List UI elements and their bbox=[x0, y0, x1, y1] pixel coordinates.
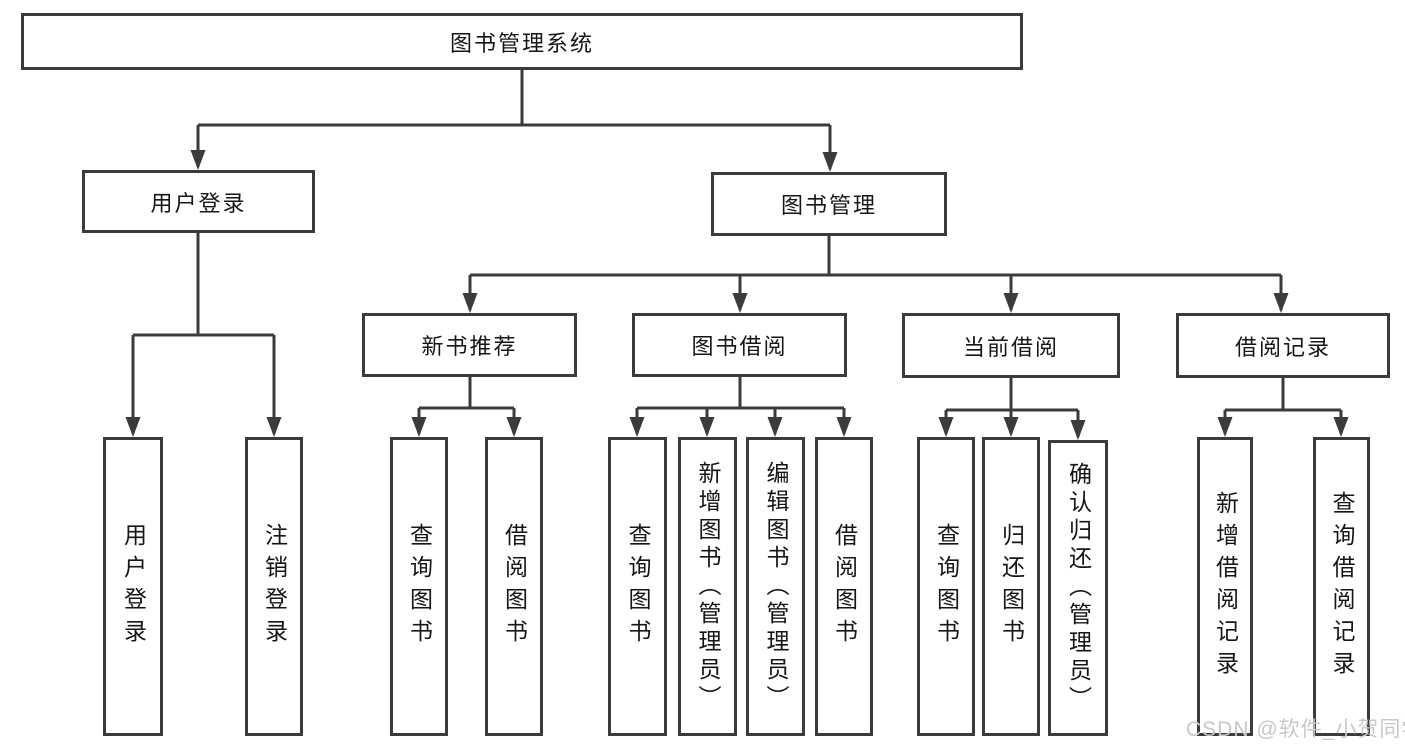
leaf-query-books-recommend: 查询图书 bbox=[390, 437, 448, 736]
arrowheads bbox=[125, 150, 1349, 440]
connector-new-book-recommend bbox=[417, 377, 516, 434]
node-borrowing-records-label: 借阅记录 bbox=[1234, 334, 1331, 360]
leaf-query-books-current-label: 查询图书 bbox=[933, 522, 960, 651]
leaf-query-books-recommend-label: 查询图书 bbox=[406, 522, 433, 651]
node-borrowing-records: 借阅记录 bbox=[1176, 313, 1390, 378]
leaf-borrow-books-recommend: 借阅图书 bbox=[485, 437, 543, 736]
leaf-query-books-borrowing-label: 查询图书 bbox=[625, 522, 651, 651]
leaf-add-borrow-record: 新增借阅记录 bbox=[1197, 437, 1253, 736]
node-new-book-recommend: 新书推荐 bbox=[362, 313, 577, 377]
node-user-login-label: 用户登录 bbox=[150, 190, 247, 216]
csdn-watermark: CSDN @软件_小贺同学 bbox=[1186, 718, 1405, 741]
leaf-return-books: 归还图书 bbox=[982, 437, 1040, 736]
node-library-system: 图书管理系统 bbox=[21, 13, 1023, 70]
leaf-add-book-admin: 新增图书（管理员） bbox=[678, 437, 737, 736]
connector-book-borrowing bbox=[635, 377, 846, 434]
connector-borrowing-records bbox=[1223, 378, 1343, 434]
leaf-logout-label: 注销登录 bbox=[261, 522, 288, 651]
connector-book-management bbox=[468, 236, 1283, 310]
leaf-edit-book-admin: 编辑图书（管理员） bbox=[746, 437, 805, 736]
leaf-query-books-current: 查询图书 bbox=[917, 437, 975, 736]
node-book-borrowing-label: 图书借阅 bbox=[691, 334, 788, 359]
node-current-borrowing: 当前借阅 bbox=[902, 313, 1120, 378]
leaf-logout: 注销登录 bbox=[245, 437, 303, 736]
leaf-confirm-return-admin: 确认归还（管理员） bbox=[1048, 440, 1108, 736]
leaf-add-borrow-record-label: 新增借阅记录 bbox=[1212, 490, 1239, 683]
leaf-query-books-borrowing: 查询图书 bbox=[608, 437, 667, 736]
node-library-system-label: 图书管理系统 bbox=[449, 30, 594, 56]
node-user-login: 用户登录 bbox=[82, 170, 315, 233]
leaf-query-borrow-record-label: 查询借阅记录 bbox=[1329, 490, 1355, 683]
leaf-user-login-label: 用户登录 bbox=[120, 522, 147, 651]
leaf-edit-book-admin-label: 编辑图书（管理员） bbox=[763, 460, 789, 713]
leaf-borrow-books-borrowing: 借阅图书 bbox=[815, 437, 873, 736]
leaf-user-login: 用户登录 bbox=[103, 437, 163, 736]
node-current-borrowing-label: 当前借阅 bbox=[962, 334, 1059, 360]
connector-root-to-level2 bbox=[196, 69, 832, 169]
node-new-book-recommend-label: 新书推荐 bbox=[421, 334, 518, 359]
leaf-add-book-admin-label: 新增图书（管理员） bbox=[695, 460, 721, 713]
leaf-borrow-books-recommend-label: 借阅图书 bbox=[501, 522, 528, 651]
leaf-query-borrow-record: 查询借阅记录 bbox=[1313, 437, 1370, 736]
node-book-borrowing: 图书借阅 bbox=[632, 313, 847, 377]
node-book-management: 图书管理 bbox=[711, 172, 947, 236]
leaf-borrow-books-borrowing-label: 借阅图书 bbox=[831, 522, 858, 651]
connector-user-login bbox=[131, 233, 276, 434]
node-book-management-label: 图书管理 bbox=[780, 193, 877, 218]
leaf-return-books-label: 归还图书 bbox=[998, 522, 1025, 651]
leaf-confirm-return-admin-label: 确认归还（管理员） bbox=[1065, 462, 1092, 714]
